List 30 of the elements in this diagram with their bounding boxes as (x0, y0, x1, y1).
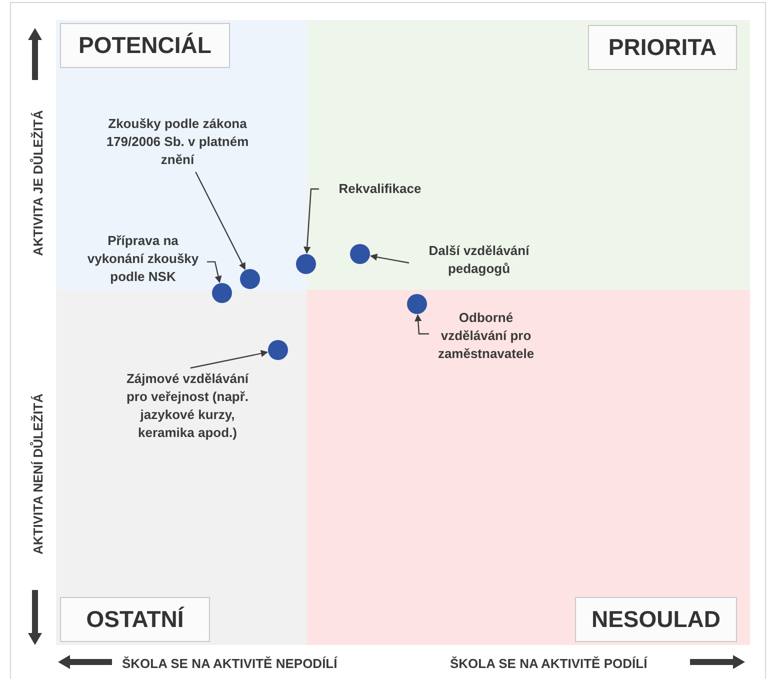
callout-text: Příprava na vykonání zkoušky podle NSK (86, 232, 200, 286)
data-point (240, 269, 260, 289)
leader-line (190, 350, 268, 369)
axis-label: AKTIVITA NENÍ DŮLEŽITÁ (29, 393, 46, 555)
quadrant-title: NESOULAD (575, 597, 737, 642)
quadrant-title: POTENCIÁL (60, 23, 230, 68)
axis-label: ŠKOLA SE NA AKTIVITĚ PODÍLÍ (450, 655, 648, 673)
quadrant-area (307, 20, 750, 290)
quadrant-title: PRIORITA (588, 25, 737, 70)
callout-text: Odborné vzdělávání pro zaměstnavatele (436, 309, 536, 363)
data-point (212, 283, 232, 303)
axis-label: AKTIVITA JE DŮLEŽITÁ (29, 110, 46, 256)
leader-line (414, 314, 429, 334)
callout-text: Zájmové vzdělávání pro veřejnost (např. jazykové kurzy, keramika apod.) (125, 370, 250, 442)
axis-label: ŠKOLA SE NA AKTIVITĚ NEPODÍLÍ (122, 655, 338, 673)
callout-text: Rekvalifikace (338, 180, 422, 198)
leader-line (370, 254, 410, 264)
data-point (268, 340, 288, 360)
callout-text: Další vzdělávání pedagogů (428, 242, 530, 278)
quadrant-area (307, 290, 750, 645)
quadrant-title: OSTATNÍ (60, 597, 210, 642)
leader-line (304, 188, 319, 254)
callout-text: Zkoušky podle zákona 179/2006 Sb. v platném znění (105, 115, 250, 169)
data-point (350, 244, 370, 264)
quadrant-area (56, 20, 307, 290)
leader-line (195, 172, 246, 270)
data-point (296, 254, 316, 274)
data-point (407, 294, 427, 314)
quadrant-area (56, 290, 307, 645)
leader-line (207, 261, 222, 284)
